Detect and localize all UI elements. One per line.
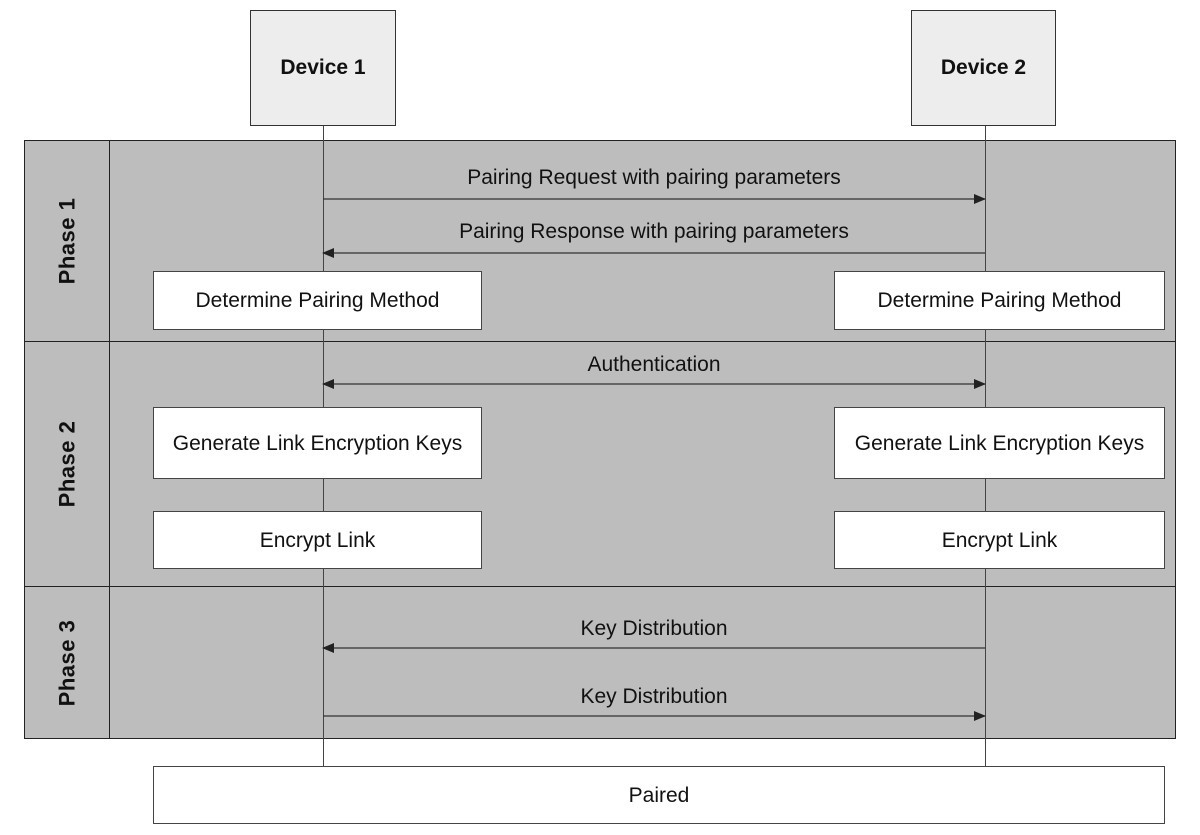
device-2-encrypt-link: Encrypt Link (834, 511, 1165, 569)
device-2-determine-pairing-method-text: Determine Pairing Method (877, 289, 1122, 312)
phase-3-label: Phase 3 (54, 619, 80, 706)
device-2-label: Device 2 (940, 56, 1027, 79)
device-2-box: Device 2 (911, 10, 1056, 126)
phase-2-label-cell: Phase 2 (24, 341, 110, 587)
device-2-generate-keys: Generate Link Encryption Keys (834, 407, 1165, 479)
phase-1-label-cell: Phase 1 (24, 140, 110, 342)
paired-text: Paired (628, 783, 690, 807)
device-2-generate-keys-text: Generate Link Encryption Keys (854, 431, 1145, 455)
paired-box: Paired (153, 766, 1165, 824)
device-1-box: Device 1 (250, 10, 396, 126)
key-distribution-label-2: Key Distribution (580, 685, 728, 708)
pairing-response-label: Pairing Response with pairing parameters (459, 220, 849, 243)
pairing-request-label: Pairing Request with pairing parameters (467, 166, 841, 189)
device-1-label: Device 1 (280, 56, 366, 79)
phase-1-label: Phase 1 (54, 197, 80, 285)
device-1-generate-keys: Generate Link Encryption Keys (153, 407, 482, 479)
device-1-encrypt-link-text: Encrypt Link (259, 528, 376, 552)
device-1-encrypt-link: Encrypt Link (153, 511, 482, 569)
device-2-encrypt-link-text: Encrypt Link (941, 528, 1058, 552)
device-1-determine-pairing-method-text: Determine Pairing Method (195, 289, 440, 312)
key-distribution-label-1: Key Distribution (580, 617, 728, 640)
phase-3-content (109, 586, 1176, 739)
device-2-determine-pairing-method: Determine Pairing Method (834, 271, 1165, 330)
phase-2-label: Phase 2 (54, 420, 80, 508)
device-1-determine-pairing-method: Determine Pairing Method (153, 271, 482, 330)
authentication-label: Authentication (587, 353, 721, 376)
phase-3-label-cell: Phase 3 (24, 586, 110, 739)
device-1-generate-keys-text: Generate Link Encryption Keys (172, 431, 463, 455)
